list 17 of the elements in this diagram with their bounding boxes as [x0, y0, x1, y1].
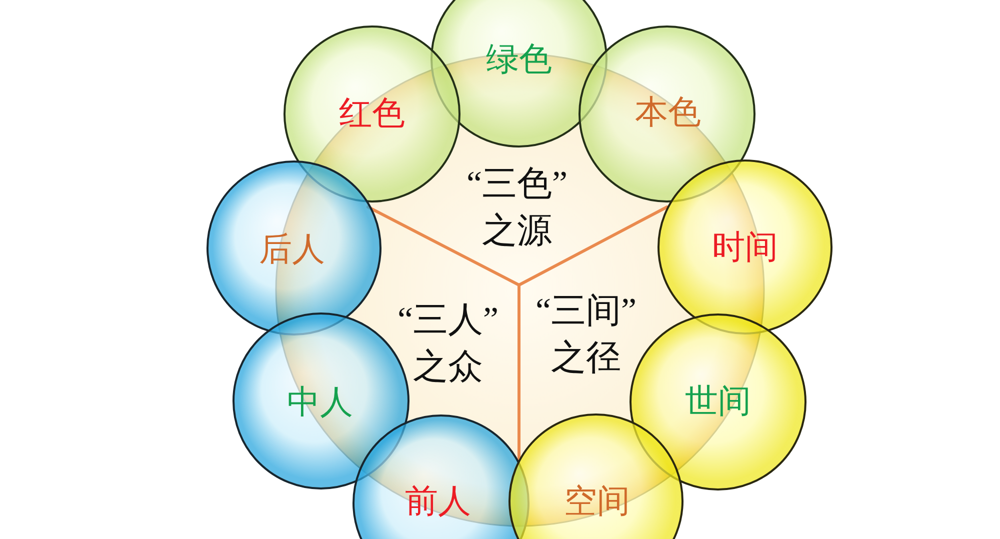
bubble-label: 中人	[287, 384, 353, 420]
bubble-label: 前人	[405, 483, 471, 519]
bubble-label: 绿色	[486, 41, 552, 77]
bubble-label: 时间	[712, 229, 778, 265]
sector-label: “三人”之众	[396, 296, 500, 390]
bubble-label: 本色	[635, 94, 701, 130]
sector-label: “三间”之径	[534, 287, 638, 381]
bubble	[629, 313, 807, 491]
sector-label: “三色”之源	[465, 160, 569, 254]
bubble-label: 空间	[564, 483, 630, 519]
bubble-label: 世间	[685, 383, 751, 419]
bubble	[578, 25, 756, 203]
bubble	[508, 413, 684, 539]
bubble-label: 后人	[259, 231, 325, 267]
bubble-label: 红色	[339, 95, 405, 131]
bubble	[430, 0, 608, 148]
bubble	[283, 25, 461, 203]
